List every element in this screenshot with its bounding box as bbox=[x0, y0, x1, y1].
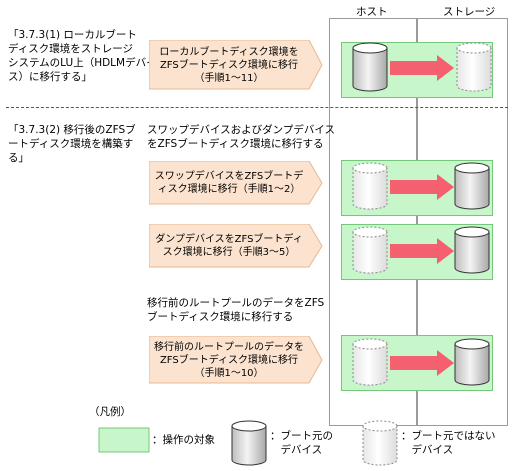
arrow-right-icon bbox=[390, 174, 454, 200]
device-row-3 bbox=[352, 226, 490, 274]
storage-column-header: ストレージ bbox=[443, 6, 496, 18]
legend-non-boot-device-label: ：ブート元ではない デバイス bbox=[401, 430, 496, 456]
host-column-header: ホスト bbox=[356, 6, 388, 18]
device-row-1 bbox=[352, 42, 492, 92]
non-boot-device-icon bbox=[456, 42, 492, 92]
legend-title: （凡例） bbox=[89, 406, 131, 418]
step-label: ダンプデバイスをZFSブートディ スク環境に移行（手順3～5） bbox=[155, 234, 303, 258]
step-swap-migration: スワップデバイスをZFSブートデ ィスク環境に移行（手順1～2） bbox=[149, 161, 323, 205]
step-dump-migration: ダンプデバイスをZFSブートディ スク環境に移行（手順3～5） bbox=[149, 224, 323, 268]
section-divider bbox=[6, 107, 508, 108]
legend-target-label: ：操作の対象 bbox=[152, 434, 215, 446]
step-root-pool-migration: 移行前のルートプールのデータを ZFSブートディスク環境に移行 （手順1～10） bbox=[149, 336, 323, 384]
section-2-subheading-root-pool: 移行前のルートプールのデータをZFS ブートディスク環境に移行する bbox=[147, 297, 325, 323]
storage-column bbox=[416, 18, 508, 426]
step-label: スワップデバイスをZFSブートデ ィスク環境に移行（手順1～2） bbox=[154, 171, 304, 195]
arrow-right-icon bbox=[390, 55, 454, 81]
step-pentagon-shape bbox=[149, 336, 323, 384]
arrow-right-icon bbox=[390, 238, 454, 264]
arrow-right-icon bbox=[390, 350, 454, 376]
step-pentagon-shape bbox=[149, 40, 323, 90]
step-pentagon-shape bbox=[149, 224, 323, 268]
boot-device-icon bbox=[454, 338, 490, 386]
legend-graphics bbox=[98, 420, 398, 466]
step-label: 移行前のルートプールのデータを ZFSブートディスク環境に移行 （手順1～10） bbox=[154, 341, 304, 379]
section-2-title: 「3.7.3(2) 移行後のZFSブ ートディスク環境を構築す る」 bbox=[8, 124, 136, 164]
legend-non-boot-device-icon bbox=[362, 420, 398, 466]
device-row-4 bbox=[352, 338, 490, 386]
non-boot-device-icon bbox=[352, 226, 388, 274]
section-1-title: 「3.7.3(1) ローカルブート ディスク環境をストレージ システムのLU上（… bbox=[8, 29, 157, 83]
boot-device-icon bbox=[454, 162, 490, 210]
step-local-boot-migration: ローカルブートディスク環境を ZFSブートディスク環境に移行 （手順1～11） bbox=[149, 40, 323, 90]
device-row-2 bbox=[352, 162, 490, 210]
boot-device-icon bbox=[454, 226, 490, 274]
non-boot-device-icon bbox=[352, 338, 388, 386]
boot-device-icon bbox=[352, 42, 388, 92]
step-pentagon-shape bbox=[149, 161, 323, 205]
non-boot-device-icon bbox=[352, 162, 388, 210]
section-2-subheading-swap-dump: スワップデバイスおよびダンプデバイス をZFSブートディスク環境に移行する bbox=[147, 124, 336, 150]
legend-target-swatch bbox=[98, 427, 150, 453]
legend-boot-device-label: ：ブート元の デバイス bbox=[270, 430, 333, 456]
legend-boot-device-icon bbox=[231, 420, 267, 466]
step-label: ローカルブートディスク環境を ZFSブートディスク環境に移行 （手順1～11） bbox=[159, 46, 299, 84]
